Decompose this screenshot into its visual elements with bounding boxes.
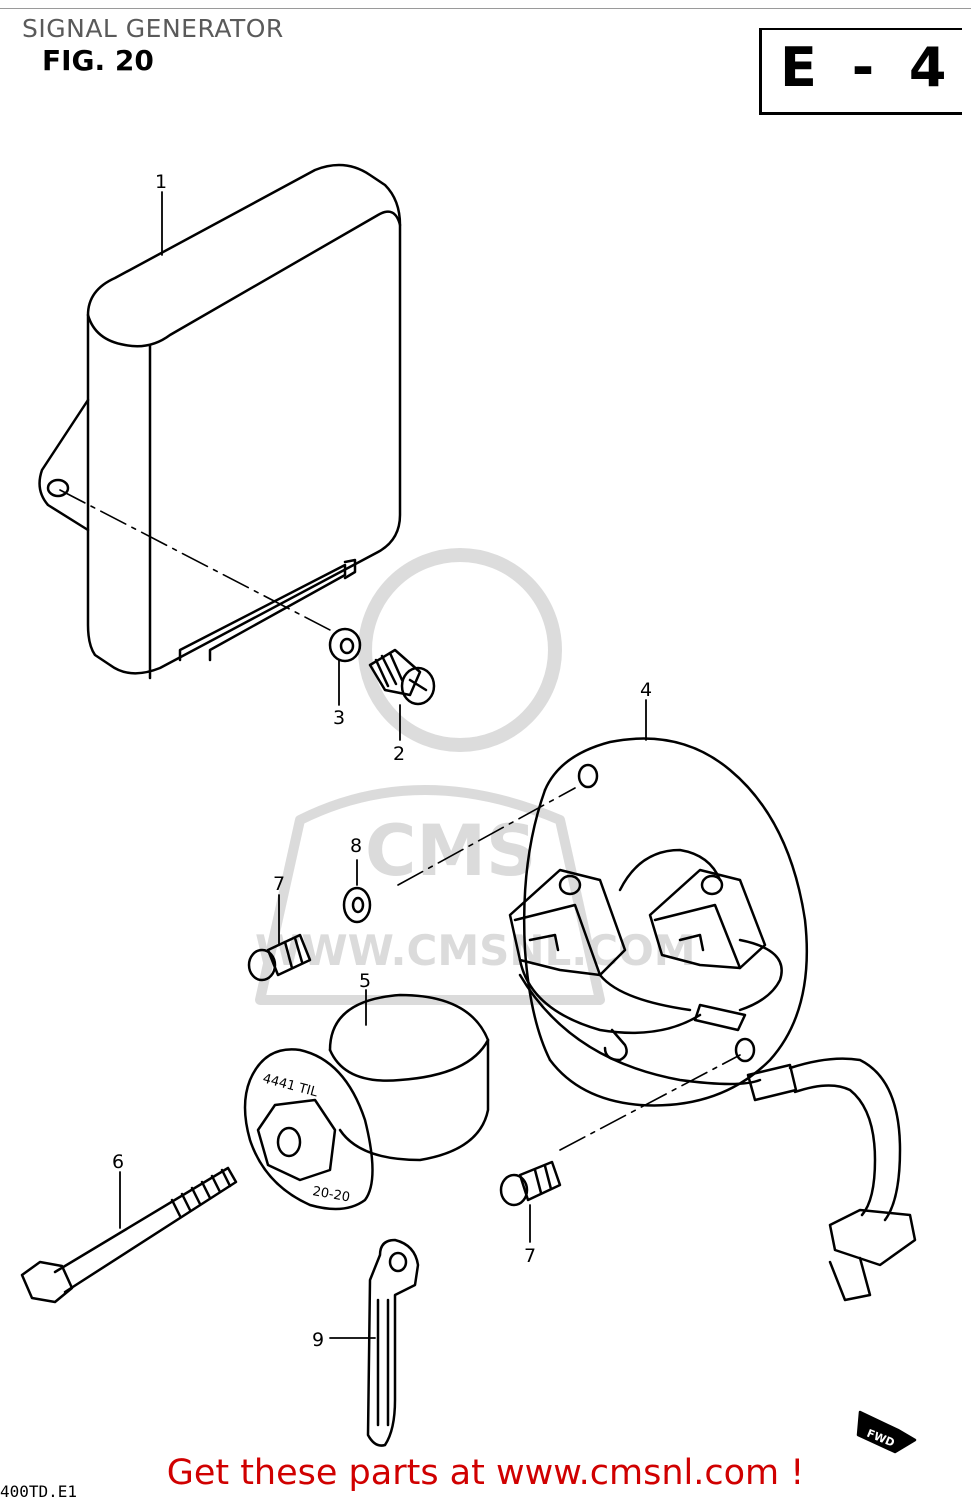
footer-parts-link[interactable]: Get these parts at www.cmsnl.com ! xyxy=(166,1453,805,1493)
callout-2: 2 xyxy=(393,743,405,765)
callout-5: 5 xyxy=(359,970,371,992)
part-6-bolt xyxy=(20,1166,238,1304)
page-title: SIGNAL GENERATOR xyxy=(22,14,284,43)
cms-watermark: CMS WWW.CMSNL.COM xyxy=(255,548,696,1005)
section-code: E - 4 xyxy=(780,36,955,99)
model-code: 400TD.E1 xyxy=(0,1482,78,1501)
rotor-marking-lower: 20-20 xyxy=(311,1184,351,1205)
callout-3: 3 xyxy=(333,707,345,729)
callout-7-lower: 7 xyxy=(524,1245,536,1267)
part-5-rotor: 4441 TIL 20-20 xyxy=(243,993,490,1211)
leader-lines xyxy=(119,191,647,1339)
part-4-pickup-plate xyxy=(508,737,917,1302)
callout-9: 9 xyxy=(312,1329,324,1351)
part-2-screw xyxy=(368,648,436,706)
callout-4: 4 xyxy=(640,679,652,701)
part-8-washer xyxy=(342,886,372,924)
part-9-strap xyxy=(366,1238,420,1447)
mounting-line-4a xyxy=(397,787,576,886)
part-3-washer xyxy=(328,627,362,663)
figure-number: FIG. 20 xyxy=(42,44,154,77)
callout-6: 6 xyxy=(112,1151,124,1173)
mounting-line-4b xyxy=(559,1054,741,1151)
callout-7-upper: 7 xyxy=(273,873,285,895)
top-rule xyxy=(0,8,971,9)
watermark-brand: CMS xyxy=(365,810,536,892)
callout-1: 1 xyxy=(155,171,167,193)
part-7-screw-lower xyxy=(499,1160,562,1207)
callout-8: 8 xyxy=(350,835,362,857)
part-1-control-unit xyxy=(38,163,402,680)
mounting-line-1 xyxy=(59,489,331,631)
fwd-direction-icon: FWD xyxy=(856,1410,917,1454)
rotor-marking-upper: 4441 TIL xyxy=(261,1071,320,1100)
part-7-screw-upper xyxy=(247,933,312,982)
watermark-url: WWW.CMSNL.COM xyxy=(255,926,696,975)
section-code-box xyxy=(759,28,962,115)
